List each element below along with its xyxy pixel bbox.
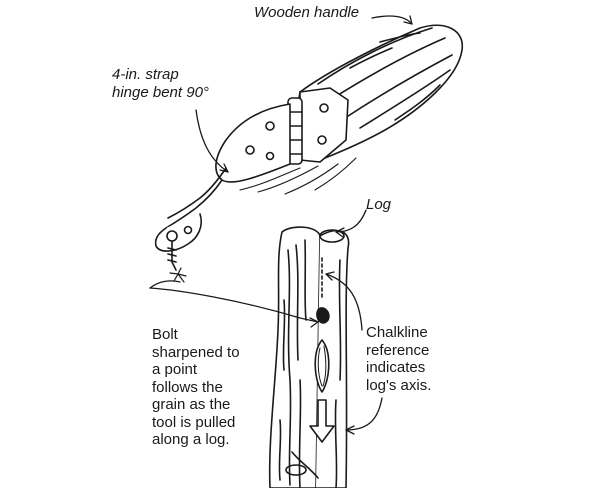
bolt-line-6: tool is pulled (152, 413, 236, 431)
hinge-label-line-2: hinge bent 90° (112, 84, 209, 101)
chalkline-line-2: reference (366, 341, 430, 359)
bolt-line-7: along a log. (152, 431, 230, 448)
chalkline-line-4: log's axis. (366, 376, 432, 394)
log-shape (268, 226, 350, 488)
bolt-description: Bolt sharpened to a point follows the gr… (152, 326, 240, 449)
bolt-line-2: sharpened to (152, 343, 240, 361)
wooden-handle-label: Wooden handle (254, 4, 360, 21)
leader-lines (149, 15, 413, 435)
hinge-label: 4-in. strap hinge bent 90° (112, 66, 209, 102)
chalkline-line-1: Chalkline (366, 324, 428, 341)
chalkline-description: Chalkline reference indicates log's axis… (366, 324, 431, 394)
surface-shading (239, 157, 357, 195)
strap-hinge-shape (154, 87, 349, 283)
hinge-label-line-1: 4-in. strap (112, 66, 179, 83)
bolt-line-5: grain as the (152, 396, 231, 413)
log-label: Log (366, 196, 392, 213)
bolt-line-1: Bolt (152, 326, 178, 343)
bolt-line-3: a point (152, 361, 198, 378)
chalkline-line-3: indicates (366, 359, 426, 376)
bolt-line-4: follows the (152, 378, 223, 396)
